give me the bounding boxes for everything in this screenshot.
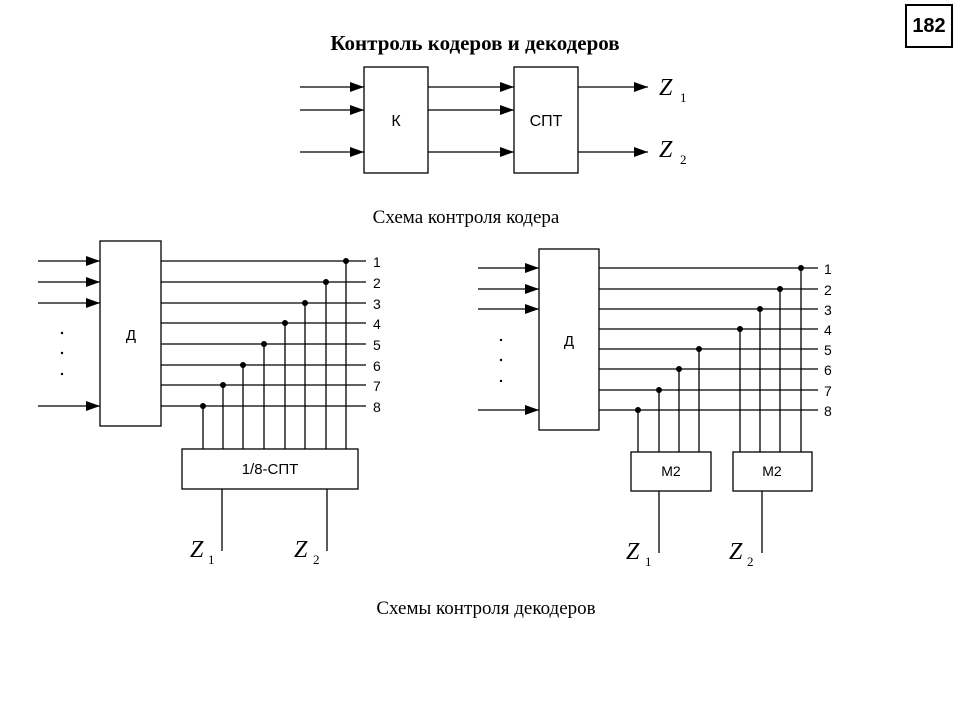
right-junction-dot-8 <box>635 407 641 413</box>
left-input-ellipsis <box>60 331 64 376</box>
left-output-number-1: 1 <box>373 254 381 270</box>
left-junction-dot-6 <box>240 362 246 368</box>
right-output-number-2: 2 <box>824 282 832 298</box>
block-k-label: К <box>391 113 401 130</box>
ellipsis-dot <box>60 372 64 376</box>
encoder-z2-index: 2 <box>680 152 687 167</box>
right-output-number-1: 1 <box>824 261 832 277</box>
ellipsis-dot <box>60 331 64 335</box>
ellipsis-dot <box>499 379 503 383</box>
right-junction-dot-1 <box>798 265 804 271</box>
ellipsis-dot <box>499 358 503 362</box>
left-z1-index: 1 <box>208 552 215 567</box>
left-junction-dot-2 <box>323 279 329 285</box>
left-junction-dot-7 <box>220 382 226 388</box>
right-z2-letter: Z <box>729 539 743 565</box>
left-block-spt <box>181 448 359 490</box>
right-block-m2-a-label: М2 <box>661 463 681 479</box>
right-junction-dot-4 <box>737 326 743 332</box>
right-junction-dot-3 <box>757 306 763 312</box>
right-z2-index: 2 <box>747 554 754 569</box>
ellipsis-dot <box>60 351 64 355</box>
decoders-caption: Схемы контроля декодеров <box>376 598 595 619</box>
ellipsis-dot <box>499 338 503 342</box>
encoder-scheme <box>300 66 648 174</box>
left-block-d <box>99 240 162 427</box>
left-output-number-5: 5 <box>373 337 381 353</box>
left-output-number-4: 4 <box>373 316 381 332</box>
left-output-number-8: 8 <box>373 399 381 415</box>
left-junction-dot-1 <box>343 258 349 264</box>
left-junction-dot-8 <box>200 403 206 409</box>
page-number-badge: 182 <box>905 4 953 48</box>
page-title: Контроль кодеров и декодеров <box>330 31 619 55</box>
encoder-caption: Схема контроля кодера <box>373 207 560 228</box>
right-output-number-4: 4 <box>824 322 832 338</box>
right-output-number-7: 7 <box>824 383 832 399</box>
right-block-d-label: Д <box>564 333 574 350</box>
encoder-z2-letter: Z <box>659 137 673 163</box>
left-z1-letter: Z <box>190 537 204 563</box>
left-output-number-2: 2 <box>373 275 381 291</box>
right-decoder-scheme <box>478 248 813 553</box>
right-junction-dot-5 <box>696 346 702 352</box>
left-output-number-3: 3 <box>373 296 381 312</box>
right-block-m2-b-label: М2 <box>762 463 782 479</box>
right-output-number-5: 5 <box>824 342 832 358</box>
right-block-m2-b <box>732 451 813 492</box>
right-output-number-6: 6 <box>824 362 832 378</box>
left-junction-dot-5 <box>261 341 267 347</box>
block-k <box>363 66 429 174</box>
left-junction-dot-4 <box>282 320 288 326</box>
right-output-number-8: 8 <box>824 403 832 419</box>
right-junction-dot-6 <box>676 366 682 372</box>
right-block-m2-a <box>630 451 712 492</box>
left-output-number-7: 7 <box>373 378 381 394</box>
left-block-spt-label: 1/8-СПТ <box>242 461 299 478</box>
left-junction-dot-3 <box>302 300 308 306</box>
right-z1-letter: Z <box>626 539 640 565</box>
block-spt <box>513 66 579 174</box>
left-block-d-label: Д <box>126 327 136 344</box>
left-decoder-scheme <box>38 240 359 551</box>
right-junction-dot-2 <box>777 286 783 292</box>
right-junction-dot-7 <box>656 387 662 393</box>
left-z2-index: 2 <box>313 552 320 567</box>
right-output-number-3: 3 <box>824 302 832 318</box>
right-z1-index: 1 <box>645 554 652 569</box>
page-number: 182 <box>912 14 946 37</box>
right-input-ellipsis <box>499 338 503 383</box>
left-z2-letter: Z <box>294 537 308 563</box>
right-decoder-output-lines <box>599 265 818 452</box>
encoder-z1-index: 1 <box>680 90 687 105</box>
encoder-z1-letter: Z <box>659 75 673 101</box>
left-output-number-6: 6 <box>373 358 381 374</box>
block-spt-label: СПТ <box>530 113 563 130</box>
right-block-d <box>538 248 600 431</box>
left-decoder-output-lines <box>161 258 366 449</box>
